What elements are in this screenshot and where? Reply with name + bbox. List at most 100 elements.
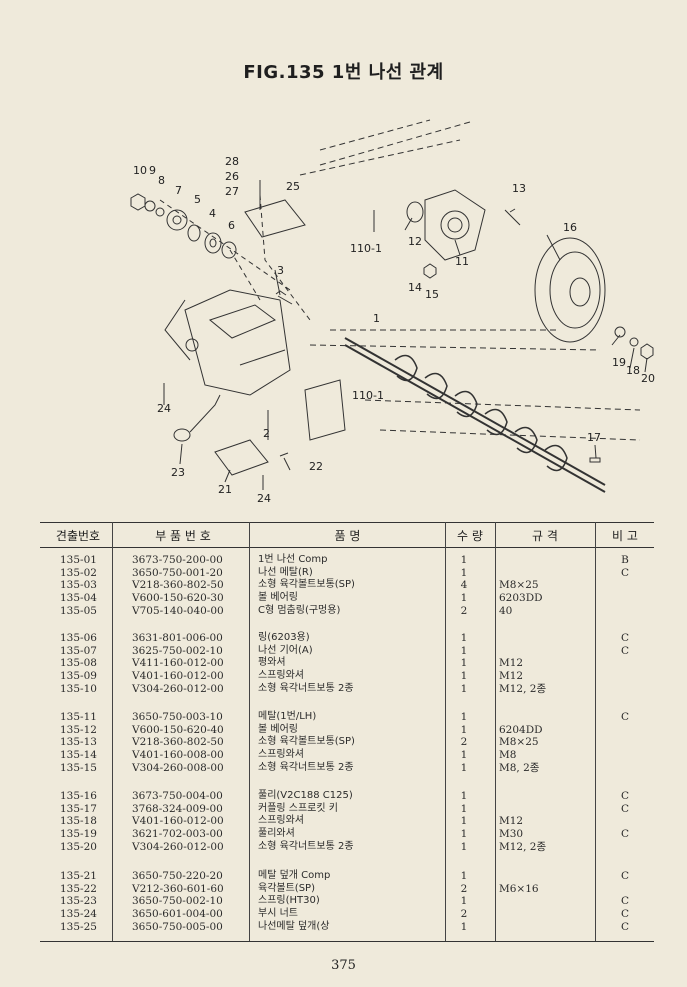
callout-18: 18 — [626, 364, 640, 377]
callout-10: 10 — [133, 164, 147, 177]
quantity: 4 — [460, 579, 468, 592]
callout-13: 13 — [512, 182, 526, 195]
part-number: 3650-750-001-20 — [132, 566, 223, 579]
part-name: 소형 육각너트보통 2종 — [258, 840, 354, 852]
remark: C — [620, 920, 630, 933]
callout-20: 20 — [641, 372, 655, 385]
remark: C — [620, 644, 630, 657]
bracket — [304, 379, 346, 441]
quantity: 1 — [460, 802, 468, 815]
quantity: 1 — [460, 749, 468, 762]
callout-24-upper: 24 — [157, 402, 171, 415]
header-note: 비 고 — [612, 529, 638, 543]
figure-title: FIG.135 1번 나선 관계 — [243, 62, 444, 83]
metal-cover-part-21 — [214, 439, 269, 476]
item-number: 135-18 — [60, 815, 97, 828]
item-number: 135-25 — [60, 920, 97, 933]
part-number: V600-150-620-40 — [132, 723, 224, 736]
callout-9: 9 — [149, 164, 156, 177]
quantity: 1 — [460, 670, 468, 683]
item-number: 135-09 — [60, 670, 97, 683]
quantity: 1 — [460, 790, 468, 802]
callout-25: 25 — [286, 180, 300, 193]
housing-part-2 — [184, 289, 291, 396]
part-name: 볼 베어링 — [258, 723, 298, 735]
metal-part-11 — [424, 189, 486, 261]
header-part: 부 품 번 호 — [155, 529, 211, 543]
item-number: 135-13 — [60, 736, 97, 749]
remark: B — [621, 554, 629, 566]
remark: C — [620, 802, 630, 815]
callout-4: 4 — [209, 207, 216, 220]
callout-17: 17 — [587, 431, 601, 444]
part-number: V411-160-012-00 — [132, 657, 224, 670]
quantity: 1 — [460, 632, 468, 644]
part-number: 3650-750-005-00 — [132, 920, 223, 933]
quantity: 1 — [460, 723, 468, 736]
part-number: 3621-702-003-00 — [132, 828, 223, 841]
part-number: 3631-801-006-00 — [132, 632, 223, 644]
bearing-part-12 — [406, 201, 424, 223]
quantity: 1 — [460, 920, 468, 933]
part-name: 스프링(HT30) — [258, 895, 320, 907]
part-name: 1번 나선 Comp — [258, 554, 328, 565]
bolt-part-3 — [275, 290, 293, 305]
auger-shaft-part-1 — [344, 337, 606, 486]
item-number: 135-01 — [60, 554, 97, 566]
part-number: 3650-750-220-20 — [132, 870, 223, 882]
callout-7: 7 — [175, 184, 182, 197]
specification: M8 — [499, 749, 517, 762]
part-number: V304-260-012-00 — [132, 682, 224, 695]
col-divider — [495, 522, 496, 942]
remark: C — [620, 895, 630, 908]
exploded-diagram: 10 9 8 7 5 4 6 28 26 27 25 3 110-1 12 11… — [130, 119, 655, 505]
quantity: 1 — [460, 592, 468, 605]
nut-part-20 — [640, 343, 654, 360]
spring-part-23 — [173, 428, 191, 442]
bolt-part-13 — [504, 208, 521, 226]
col-divider — [249, 522, 250, 942]
callout-26: 26 — [225, 170, 239, 183]
quantity: 1 — [460, 815, 468, 828]
part-name: 나선 메탈(R) — [258, 566, 313, 578]
specification: 6203DD — [499, 592, 543, 605]
quantity: 1 — [460, 840, 468, 853]
remark: C — [620, 632, 630, 644]
item-number: 135-12 — [60, 723, 97, 736]
item-number: 135-05 — [60, 604, 97, 617]
callout-2: 2 — [263, 427, 270, 440]
callout-12: 12 — [408, 235, 422, 248]
auger-flights — [394, 354, 568, 472]
item-number: 135-21 — [60, 870, 97, 882]
header-spec: 규 격 — [532, 529, 558, 543]
table-header: 견출번호 부 품 번 호 품 명 수 량 규 격 비 고 — [40, 522, 654, 548]
washer-part-8 — [155, 207, 165, 217]
part-number: 3650-750-003-10 — [132, 711, 223, 723]
item-number: 135-24 — [60, 908, 97, 921]
washer-part-18 — [629, 337, 639, 347]
callout-6: 6 — [228, 219, 235, 232]
cover-plate-part-25 — [244, 199, 306, 238]
item-number: 135-22 — [60, 882, 97, 895]
specification: M30 — [499, 828, 524, 841]
part-name: C형 멈춤링(구멍용) — [258, 604, 341, 616]
callout-22: 22 — [309, 460, 323, 473]
item-number: 135-03 — [60, 579, 97, 592]
part-name: 소형 육각볼트보통(SP) — [258, 579, 355, 591]
callout-110-1-lower: 110-1 — [352, 389, 384, 402]
part-name: 소형 육각볼트보통(SP) — [258, 736, 355, 748]
part-number: V401-160-012-00 — [132, 815, 224, 828]
quantity: 1 — [460, 554, 468, 566]
washer-part-19 — [614, 326, 626, 338]
